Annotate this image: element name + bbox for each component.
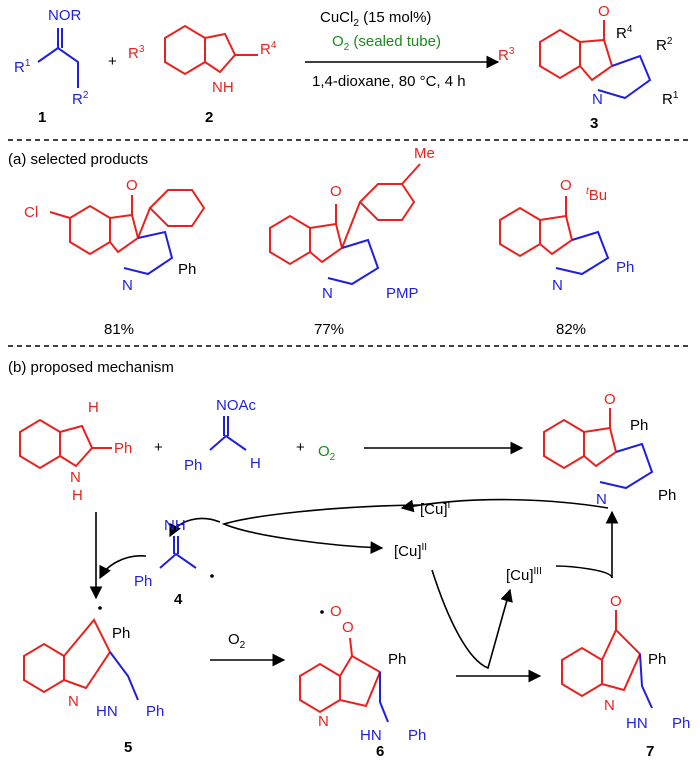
a1-n-label: N <box>122 277 133 294</box>
radical-dot-5 <box>98 606 102 610</box>
int6-hn-label: HN <box>360 727 382 744</box>
n-label: N <box>592 91 603 108</box>
indole-n-label: N <box>70 469 81 486</box>
reagent-conditions: 1,4-dioxane, 80 °C, 4 h <box>312 73 466 90</box>
o2-reagent-b: O2 <box>318 443 336 463</box>
mech-product-ph2: Ph <box>658 487 676 504</box>
ketone-o-label: O <box>598 3 610 20</box>
product-a2-structure: O Me N PMP <box>269 145 435 302</box>
int6-o1-label: O <box>330 603 342 620</box>
noac-label: NOAc <box>216 397 257 414</box>
indole-2-structure: R3 R4 NH <box>128 24 277 96</box>
oxime-h-label: H <box>250 455 261 472</box>
int5-hn-label: HN <box>96 703 118 720</box>
a2-pmp-label: PMP <box>386 285 419 302</box>
yield-77: 77% <box>314 321 344 338</box>
int6-o2-label: O <box>342 619 354 636</box>
oxime-label: NOR <box>48 7 82 24</box>
arrow-radical-combine <box>99 555 147 580</box>
oxime-acetate-structure: NOAc Ph H <box>184 397 261 474</box>
yield-81: 81% <box>104 321 134 338</box>
o2-arrow-label: O2 <box>228 631 246 651</box>
a3-o-label: O <box>560 177 572 194</box>
compound-4-label: 4 <box>174 591 183 608</box>
arrow-cuI-cycle <box>221 504 421 554</box>
intermediate-7-structure: O Ph N HN Ph <box>561 593 690 732</box>
compound-3-label: 3 <box>590 115 598 132</box>
intermediate-6-structure: O O Ph N HN Ph <box>299 603 426 744</box>
int6-ph2-label: Ph <box>408 727 426 744</box>
plus-sign-2: + <box>154 439 163 456</box>
iminyl-radical-4-structure: NH Ph <box>134 517 214 590</box>
indole-h-label: H <box>88 399 99 416</box>
compound-6-label: 6 <box>376 743 384 760</box>
r1-label-product: R1 <box>662 90 679 108</box>
section-b-heading: (b) proposed mechanism <box>8 359 174 376</box>
reagent-o2: O2 (sealed tube) <box>332 33 441 53</box>
compound-1-label: 1 <box>38 109 46 126</box>
a2-n-label: N <box>322 285 333 302</box>
a1-cl-label: Cl <box>24 204 38 221</box>
compound-2-label: 2 <box>205 109 213 126</box>
product-a3-structure: O tBu N Ph <box>499 177 634 294</box>
r4-label-product: R4 <box>616 24 633 42</box>
mech-product-o: O <box>604 391 616 408</box>
r3-label-product: R3 <box>498 46 515 64</box>
oxime-ph-label: Ph <box>184 457 202 474</box>
a2-me-label: Me <box>414 145 435 162</box>
int7-ph-label: Ph <box>648 651 666 668</box>
arrow-cuIII-branch <box>555 565 613 579</box>
int7-n-label: N <box>604 697 615 714</box>
radical-dot-6 <box>320 610 324 614</box>
phenylindole-structure: H Ph N H <box>19 399 132 504</box>
a1-ph-label: Ph <box>178 261 196 278</box>
compound-5-label: 5 <box>124 739 132 756</box>
a3-n-label: N <box>552 277 563 294</box>
a3-ph-label: Ph <box>616 259 634 276</box>
int5-ph-label: Ph <box>112 625 130 642</box>
product-a1-structure: O Cl N Ph <box>24 177 206 294</box>
int7-hn-label: HN <box>626 715 648 732</box>
yield-82: 82% <box>556 321 586 338</box>
r3-label: R3 <box>128 44 145 62</box>
indole-nh-label: H <box>72 487 83 504</box>
cu2-label: [Cu]II <box>394 542 427 560</box>
radical4-ph-label: Ph <box>134 573 152 590</box>
a3-tbu-label: tBu <box>586 186 607 204</box>
intermediate-5-structure: Ph N HN Ph <box>23 606 164 720</box>
int6-n-label: N <box>318 713 329 730</box>
product-3-structure: O R3 R4 R2 R1 N <box>498 3 679 108</box>
mechanism-product-structure: O Ph N Ph <box>543 391 676 508</box>
int6-ph-label: Ph <box>388 651 406 668</box>
r1-label: R1 <box>14 58 31 76</box>
r2-label-product: R2 <box>656 36 673 54</box>
arrow-cuII-to-cuIII <box>431 569 513 670</box>
oxime-1-structure: NOR R1 R2 <box>14 7 89 108</box>
int5-n-label: N <box>68 693 79 710</box>
arrow-to-imine <box>169 517 221 538</box>
a2-o-label: O <box>330 183 342 200</box>
section-a-heading: (a) selected products <box>8 151 148 168</box>
r4-label: R4 <box>260 40 277 58</box>
radical4-nh-label: NH <box>164 517 186 534</box>
int7-o-label: O <box>610 593 622 610</box>
radical-dot-4 <box>210 574 214 578</box>
a1-o-label: O <box>126 177 138 194</box>
mech-product-n: N <box>596 491 607 508</box>
r2-label: R2 <box>72 90 89 108</box>
nh-label: NH <box>212 79 234 96</box>
plus-sign-3: + <box>296 439 305 456</box>
reagent-cucl2: CuCl2 (15 mol%) <box>320 9 431 29</box>
arrow-cuIII-to-cuI-top <box>400 498 609 513</box>
int7-ph2-label: Ph <box>672 715 690 732</box>
cu3-label: [Cu]III <box>506 566 542 584</box>
mech-product-ph1: Ph <box>630 417 648 434</box>
plus-sign: + <box>108 53 117 70</box>
indole-ph-label: Ph <box>114 440 132 457</box>
int5-ph2-label: Ph <box>146 703 164 720</box>
compound-7-label: 7 <box>646 743 654 760</box>
